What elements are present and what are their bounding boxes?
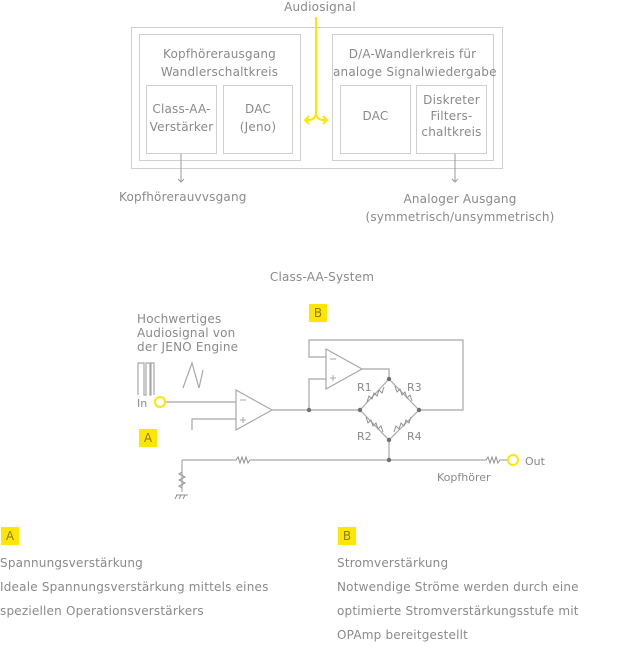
headphone-group-title-line2: Wandlerschaltkreis [160, 65, 279, 79]
headphone-output-arrow-icon [177, 154, 185, 183]
circuit-wires [137, 339, 508, 492]
da-group-title-line1: D/A-Wandlerkreis für [348, 47, 477, 61]
badge-a-circuit: A [139, 429, 157, 447]
source-line1: Hochwertiges [137, 312, 222, 326]
opamp-a [235, 388, 274, 432]
legend-b-title: Stromverstärkung [337, 556, 449, 570]
sawtooth-wave-icon [182, 361, 204, 389]
da-group-title: D/A-Wandlerkreis für analoge Signalwiede… [333, 45, 497, 81]
source-line3: der JENO Engine [137, 340, 239, 354]
dac-jeno-block: DAC (Jeno) [223, 85, 293, 154]
badge-b-circuit: B [309, 304, 327, 322]
block-label: chaltkreis [421, 125, 482, 139]
legend-b-badge: B [338, 527, 356, 545]
r2-label: R2 [357, 430, 372, 443]
r4-label: R4 [407, 430, 422, 443]
legend-a: A Spannungsverstärkung Ideale Spannungsv… [0, 527, 269, 623]
analog-output-arrow-icon [451, 154, 459, 183]
r1-label: R1 [357, 381, 372, 394]
legend-a-line2: speziellen Operationsverstärkers [0, 604, 204, 618]
block-label: (Jeno) [239, 120, 277, 134]
analog-output-label: Analoger Ausgang (symmetrisch/unsymmetri… [360, 190, 560, 226]
da-converter-group: D/A-Wandlerkreis für analoge Signalwiede… [332, 34, 497, 161]
in-label: In [137, 397, 147, 410]
class-aa-amp-block: Class-AA- Verstärker [146, 85, 217, 154]
block-label: Filters- [430, 109, 473, 123]
headphone-load-label: Kopfhörer [437, 471, 491, 484]
opamp-b [325, 347, 364, 391]
discrete-filter-block: Diskreter Filters- chaltkreis [416, 85, 487, 154]
square-wave-icon [137, 362, 155, 396]
analog-output-line2: (symmetrisch/unsymmetrisch) [365, 210, 555, 224]
block-label: DAC [244, 102, 271, 116]
legend-a-badge: A [1, 527, 19, 545]
audio-signal-arrow-icon [303, 17, 329, 125]
da-group-title-line2: analoge Signalwiedergabe [333, 65, 497, 79]
legend-b: B Stromverstärkung Notwendige Ströme wer… [337, 527, 579, 647]
ground-icon [174, 494, 188, 500]
input-terminal [154, 396, 166, 408]
block-label: Verstärker [149, 120, 214, 134]
legend-a-line1: Ideale Spannungsverstärkung mittels eine… [0, 580, 269, 594]
r3-label: R3 [407, 381, 422, 394]
audio-signal-label: Audiosignal [284, 0, 356, 14]
output-terminal [507, 454, 519, 466]
resistor-r3 [394, 385, 413, 402]
resistor-headphone [485, 455, 501, 465]
resistor-ground [177, 471, 187, 489]
source-line2: Audiosignal von [137, 326, 236, 340]
legend-b-line3: OPAmp bereitgestellt [337, 628, 469, 642]
block-label: DAC [362, 109, 389, 123]
headphone-output-label: Kopfhörerauvvsgang [119, 190, 247, 204]
source-description: Hochwertiges Audiosignal von der JENO En… [137, 312, 238, 354]
legend-a-title: Spannungsverstärkung [0, 556, 143, 570]
legend-b-line1: Notwendige Ströme werden durch eine [337, 580, 579, 594]
legend-b-line2: optimierte Stromverstärkungsstufe mit [337, 604, 579, 618]
resistor-r4 [393, 416, 412, 433]
dac-block: DAC [340, 85, 411, 154]
junction-dots [306, 376, 422, 463]
resistor-r1 [366, 386, 385, 403]
circuit-title: Class-AA-System [269, 270, 375, 284]
headphone-group-title: Kopfhörerausgang Wandlerschaltkreis [140, 45, 299, 81]
headphone-converter-group: Kopfhörerausgang Wandlerschaltkreis [139, 34, 301, 161]
analog-output-line1: Analoger Ausgang [403, 192, 517, 206]
headphone-group-title-line1: Kopfhörerausgang [163, 47, 276, 61]
block-label: Diskreter [423, 93, 480, 107]
resistor-r2 [365, 416, 384, 433]
block-label: Class-AA- [152, 102, 211, 116]
out-label: Out [525, 455, 546, 468]
